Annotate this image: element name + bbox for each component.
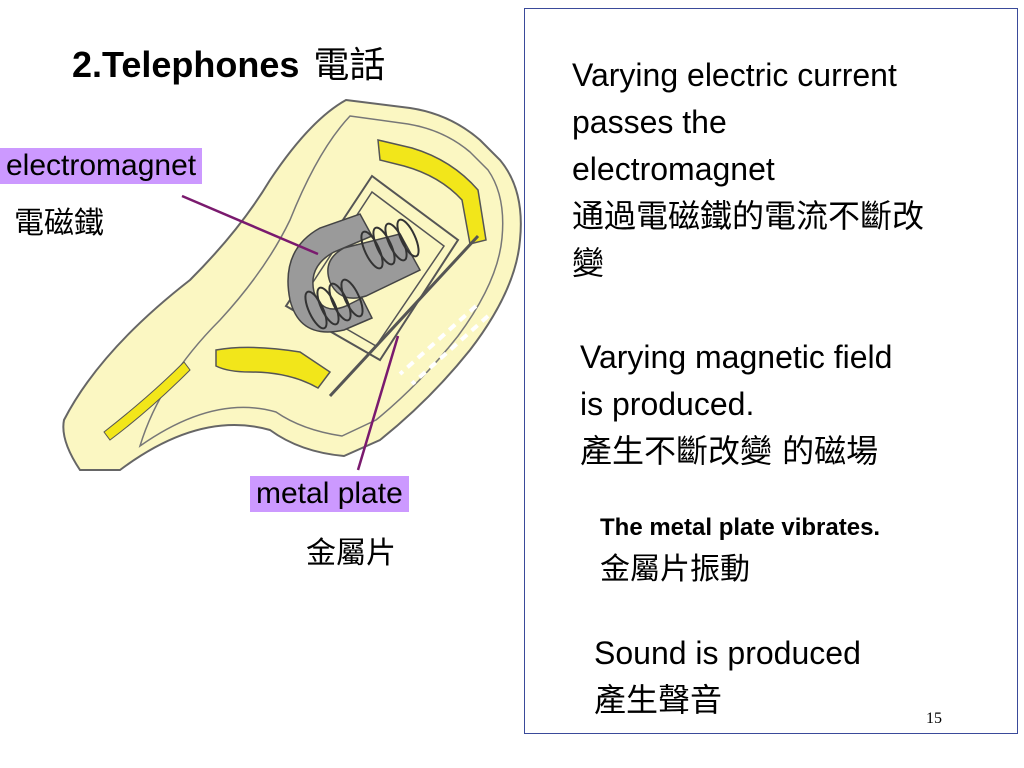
telephone-earpiece-diagram — [62, 98, 522, 471]
metal-plate — [328, 234, 480, 398]
step-1-chinese-1: 通過電磁鐵的電流不斷改 — [572, 197, 925, 235]
slide-title: 2.Telephones 電話 — [72, 36, 385, 88]
electromagnet-label: electromagnet — [0, 148, 203, 184]
step-1-chinese-2: 變 — [572, 244, 605, 282]
electromagnet-label-chinese: 電磁鐵 — [14, 206, 104, 241]
earpiece-inner-outline — [138, 115, 504, 448]
electromagnet-coil-top — [360, 218, 420, 270]
title-chinese: 電話 — [313, 45, 386, 86]
step-4: Sound is produced 產生聲音 — [594, 630, 861, 724]
page-number: 15 — [926, 710, 942, 727]
sound-wave-lines — [398, 304, 490, 386]
step-2-chinese-1: 產生不斷改變 的磁場 — [580, 432, 879, 470]
step-1-line-2: passes the — [572, 104, 727, 140]
title-english: 2.Telephones — [72, 44, 300, 85]
step-1-line-3: electromagnet — [572, 151, 775, 187]
step-2-line-2: is produced. — [580, 386, 755, 422]
electromagnet-pointer — [181, 194, 319, 256]
metal-plate-label-chinese: 金屬片 — [306, 536, 396, 571]
step-3-line-1: The metal plate vibrates. — [600, 514, 881, 541]
step-3: The metal plate vibrates. 金屬片振動 — [600, 508, 880, 592]
step-1-line-1: Varying electric current — [572, 57, 897, 93]
step-4-chinese-1: 產生聲音 — [594, 681, 723, 719]
step-4-line-1: Sound is produced — [594, 635, 861, 671]
step-2-line-1: Varying magnetic field — [580, 339, 893, 375]
step-1: Varying electric current passes the elec… — [572, 52, 924, 287]
metal-plate-pointer — [356, 335, 400, 471]
electromagnet-coil-bottom — [304, 278, 364, 330]
yellow-accent-bottom — [215, 346, 332, 389]
step-3-chinese-1: 金屬片振動 — [600, 552, 750, 587]
metal-plate-label: metal plate — [250, 476, 409, 512]
step-2: Varying magnetic field is produced. 產生不斷… — [580, 334, 892, 475]
yellow-accent-handle — [103, 361, 191, 441]
explanation-panel — [524, 8, 1018, 734]
